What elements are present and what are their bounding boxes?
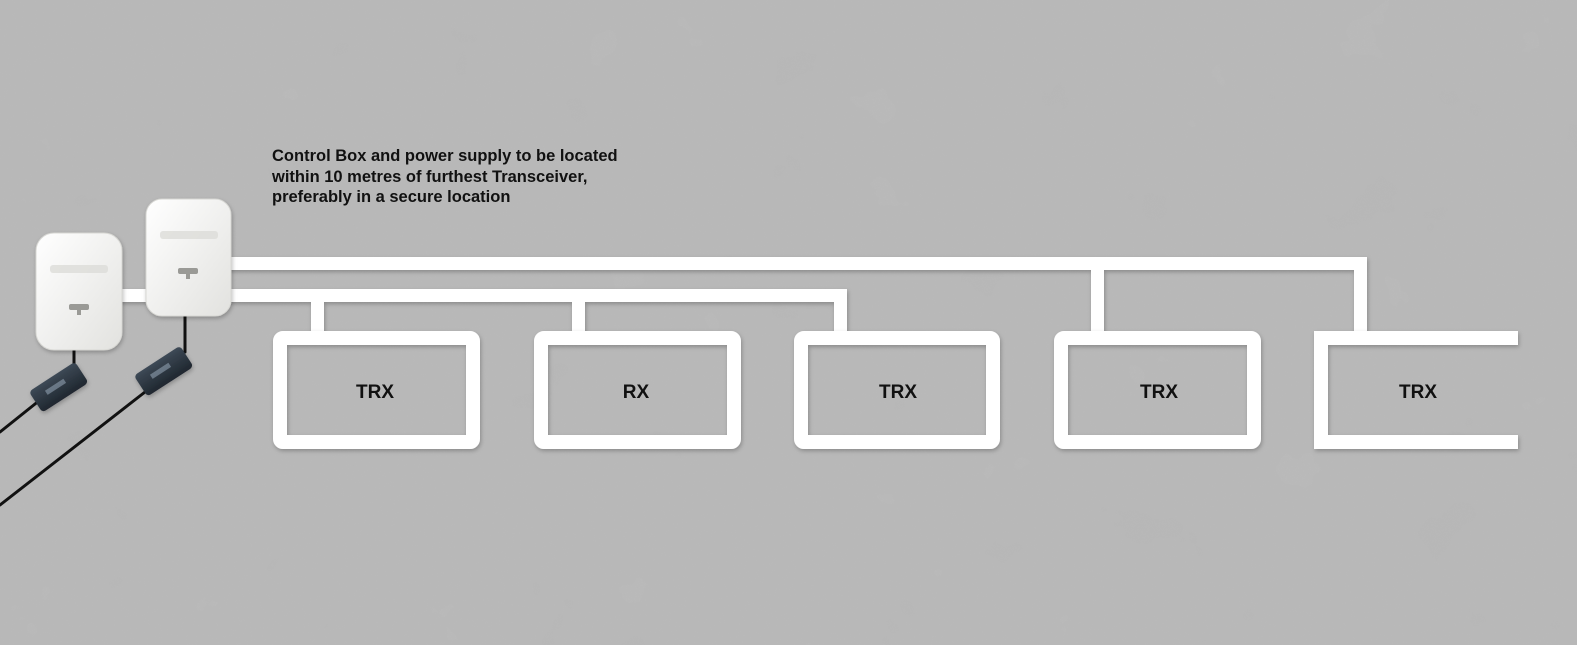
cable-drop-3 xyxy=(834,289,847,333)
unit-box-1 xyxy=(273,331,480,449)
cable-drop-1 xyxy=(311,289,324,333)
cable-bus xyxy=(118,257,1367,333)
power-supply-icon xyxy=(30,347,193,412)
unit-label-5: TRX xyxy=(1399,382,1437,403)
unit-label-2: RX xyxy=(623,382,650,403)
installation-note-line-2: within 10 metres of furthest Transceiver… xyxy=(272,167,588,186)
cable-drop-2 xyxy=(572,289,585,333)
unit-labels: TRX RX TRX TRX TRX xyxy=(356,382,1437,403)
cable-drop-4 xyxy=(1091,257,1104,333)
unit-label-1: TRX xyxy=(356,382,394,403)
unit-label-4: TRX xyxy=(1140,382,1178,403)
installation-note: Control Box and power supply to be locat… xyxy=(272,146,732,208)
unit-box-2 xyxy=(534,331,741,449)
installation-note-line-3: preferably in a secure location xyxy=(272,188,511,206)
unit-label-3: TRX xyxy=(879,382,917,403)
power-cord-left xyxy=(0,398,42,434)
unit-box-4 xyxy=(1054,331,1261,449)
unit-boxes xyxy=(273,331,1518,449)
unit-box-5 xyxy=(1314,331,1518,449)
installation-note-line-1: Control Box and power supply to be locat… xyxy=(272,147,618,165)
unit-box-3 xyxy=(794,331,1000,449)
cable-link-devices xyxy=(118,289,152,302)
cable-drop-5 xyxy=(1354,257,1367,333)
control-box-icon xyxy=(35,232,123,351)
power-box-icon xyxy=(145,198,232,317)
cable-lower xyxy=(226,289,847,302)
cable-upper xyxy=(226,257,1367,270)
power-cord-right xyxy=(0,390,147,507)
